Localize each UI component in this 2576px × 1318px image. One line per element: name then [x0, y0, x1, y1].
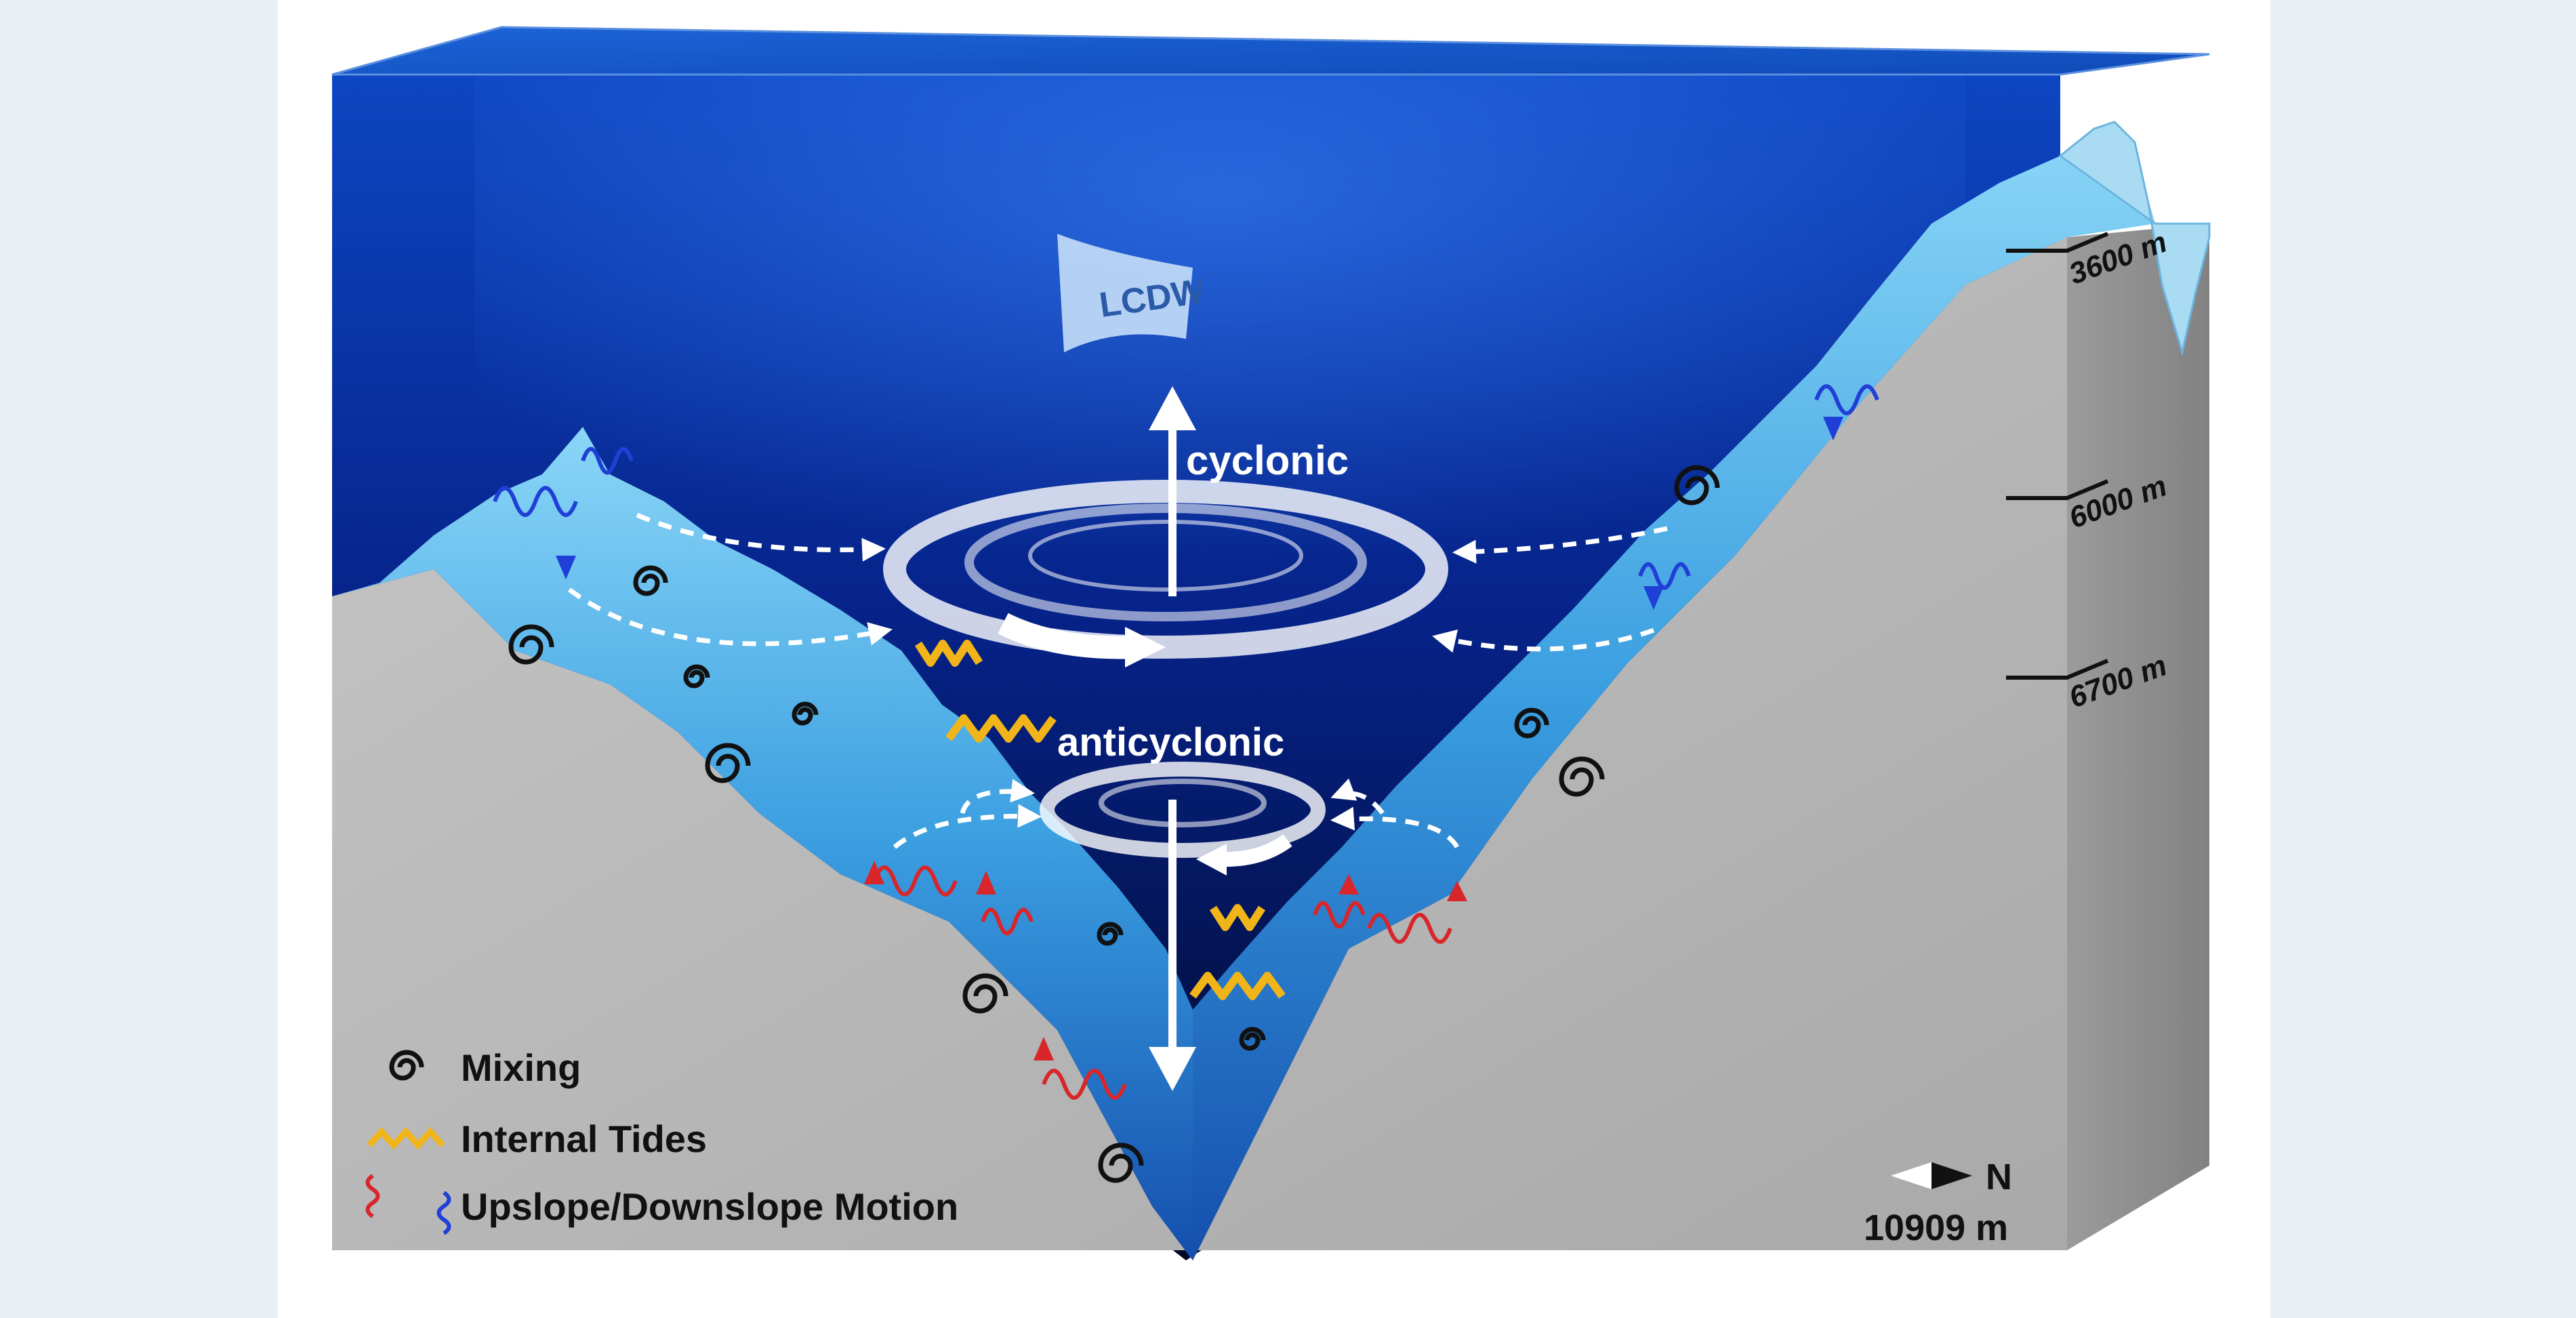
zigzag-icon — [945, 714, 1057, 743]
wave-arrow-icon — [365, 1174, 380, 1218]
zigzag-icon — [1189, 972, 1286, 1000]
north-label: N — [1986, 1157, 2012, 1197]
spiral-icon — [792, 701, 819, 726]
wave-arrow-icon — [1367, 913, 1452, 944]
anticyclonic-label: anticyclonic — [1057, 720, 1284, 764]
mixing-spirals — [508, 465, 1720, 1183]
spiral-icon — [633, 565, 668, 596]
zigzag-icon — [914, 640, 983, 667]
spiral-icon — [1514, 707, 1549, 739]
cyclonic-gyre — [883, 480, 1448, 667]
anticyclonic-gyre — [1040, 762, 1326, 876]
rock-front-face — [332, 237, 2067, 1260]
north-arrow-icon — [1891, 1162, 1931, 1189]
downslope-waves — [493, 384, 1879, 590]
cyclonic-label: cyclonic — [1186, 438, 1349, 483]
compass: N 10909 m — [1864, 1157, 2012, 1248]
wave-arrow-icon — [1313, 901, 1366, 929]
spiral-icon — [1097, 922, 1124, 946]
zigzag-icon — [1209, 904, 1266, 931]
wave-arrow-icon — [1042, 1069, 1127, 1100]
zigzag-icon — [367, 1127, 445, 1150]
dashed-inflow-arrows — [567, 512, 1668, 849]
legend-mixing: Mixing — [461, 1046, 581, 1089]
internal-tides — [914, 640, 1286, 1000]
wave-arrow-icon — [1638, 562, 1691, 590]
spiral-icon — [1098, 1142, 1144, 1183]
ridge-peak — [2058, 121, 2211, 356]
spiral-icon — [389, 1050, 424, 1081]
spiral-icon — [1559, 756, 1605, 797]
max-depth-label: 10909 m — [1864, 1208, 2008, 1248]
spiral-icon — [508, 624, 554, 665]
left-margin — [0, 0, 278, 1318]
spiral-icon — [962, 973, 1008, 1014]
wave-arrow-icon — [493, 486, 578, 517]
spiral-icon — [1239, 1027, 1266, 1051]
legend: Mixing Internal Tides Upslope/Downslope … — [365, 1046, 958, 1235]
upslope-waves — [872, 865, 1452, 1100]
upslope-arrowheads — [864, 861, 1467, 1060]
rock-side-face — [2067, 224, 2209, 1250]
spiral-icon — [1674, 465, 1720, 506]
wave-arrow-icon — [1814, 384, 1879, 415]
depth-scale — [2006, 232, 2109, 680]
legend-internal-tides: Internal Tides — [461, 1117, 707, 1160]
wave-arrow-icon — [581, 447, 634, 475]
downslope-arrowheads — [556, 417, 1843, 610]
legend-motion: Upslope/Downslope Motion — [461, 1185, 958, 1228]
right-margin — [2271, 0, 2576, 1318]
water-top-face — [331, 26, 2210, 76]
spiral-icon — [705, 743, 751, 783]
spiral-icon — [683, 664, 710, 688]
vertical-flow-arrow — [1149, 386, 1196, 1091]
wave-arrow-icon — [436, 1191, 451, 1235]
wave-arrow-icon — [872, 865, 958, 897]
wave-arrow-icon — [981, 907, 1034, 936]
